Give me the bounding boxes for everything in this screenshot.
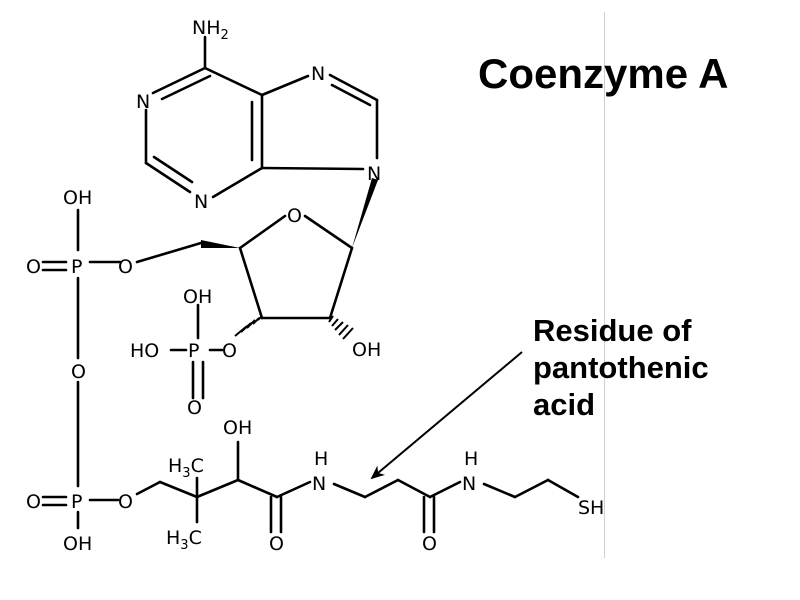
- annotation-line-1: Residue of: [533, 313, 692, 348]
- n9-label: N: [367, 163, 381, 185]
- p3-link-oxygen-label: O: [222, 340, 237, 362]
- p3-double-oxygen-label: O: [187, 397, 202, 419]
- chain-hydroxyl-label: OH: [223, 417, 252, 439]
- divider-line: [604, 12, 605, 558]
- amide2-nitrogen-label: N: [462, 473, 476, 495]
- p-alpha-link-oxygen-label: O: [118, 256, 133, 278]
- annotation-line-2: pantothenic: [533, 350, 709, 385]
- p3-oh-top-label: OH: [183, 286, 212, 308]
- bonds: [41, 35, 580, 534]
- p3-ho-left-label: HO: [130, 340, 159, 362]
- ring-oxygen-label: O: [287, 205, 302, 227]
- amide1-hydrogen-label: H: [314, 448, 328, 470]
- annotation-arrow: [370, 351, 523, 480]
- p3-phosphorus-label: P: [188, 340, 199, 362]
- p-beta-double-oxygen-label: O: [26, 491, 41, 513]
- diagram-title: Coenzyme A: [478, 50, 729, 97]
- p-alpha-oh-label: OH: [63, 187, 92, 209]
- amide1-oxygen-label: O: [269, 533, 284, 555]
- p-beta-link-oxygen-label: O: [118, 491, 133, 513]
- n3-label: N: [194, 191, 208, 213]
- p-beta-phosphorus-label: P: [71, 491, 82, 513]
- bridge-oxygen-label: O: [71, 361, 86, 383]
- p-beta-oh-label: OH: [63, 533, 92, 555]
- annotation-line-3: acid: [533, 387, 596, 422]
- amide2-hydrogen-label: H: [464, 448, 478, 470]
- n1-label: N: [136, 91, 150, 113]
- ribose-oh-label: OH: [352, 339, 381, 361]
- methyl-top-label: H3C: [168, 455, 204, 481]
- annotation-label: Residue of pantothenic acid: [533, 312, 709, 423]
- methyl-bottom-label: H3C: [166, 527, 202, 553]
- thiol-label: SH: [578, 497, 604, 519]
- p-alpha-phosphorus-label: P: [71, 256, 82, 278]
- stereo-bonds: [201, 178, 378, 340]
- amine-label: NH2: [192, 17, 229, 43]
- amide1-nitrogen-label: N: [312, 473, 326, 495]
- amide2-oxygen-label: O: [422, 533, 437, 555]
- p-alpha-double-oxygen-label: O: [26, 256, 41, 278]
- n7-label: N: [311, 63, 325, 85]
